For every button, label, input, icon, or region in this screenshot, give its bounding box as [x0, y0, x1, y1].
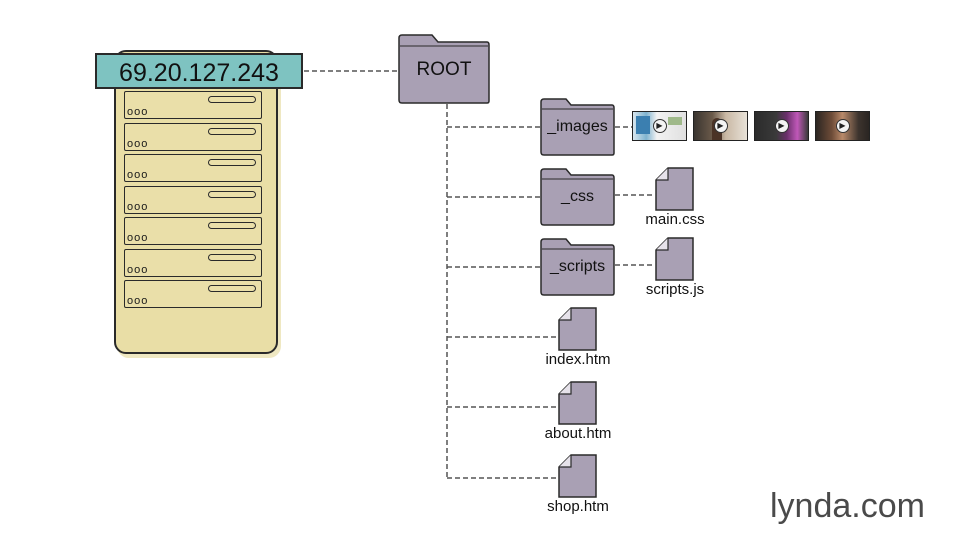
file-scripts-js[interactable] — [655, 237, 695, 281]
folder-icon — [540, 168, 615, 226]
drive-slot-icon — [208, 285, 256, 292]
file-main-css-label: main.css — [645, 211, 705, 228]
folder-css-label: _css — [561, 188, 594, 205]
folder-css[interactable]: _css — [540, 168, 615, 226]
server-unit-leds: ooo — [127, 263, 149, 276]
folder-scripts[interactable]: _scripts — [540, 238, 615, 296]
document-icon — [558, 307, 597, 351]
server-unit: ooo — [124, 280, 262, 308]
drive-slot-icon — [208, 190, 256, 198]
file-index-htm[interactable] — [558, 307, 598, 351]
play-icon: ▶ — [835, 119, 850, 133]
drive-slot-icon — [208, 159, 256, 166]
image-thumbnail-4[interactable]: ▶ — [815, 111, 870, 141]
file-shop-htm-label: shop.htm — [547, 498, 609, 515]
server-unit: ooo — [124, 91, 262, 119]
server-unit: ooo — [124, 217, 262, 245]
folder-icon — [398, 34, 490, 104]
file-about-htm[interactable] — [558, 381, 598, 425]
drive-slot-icon — [208, 253, 256, 261]
play-icon: ▶ — [713, 119, 728, 133]
server-unit: ooo — [124, 154, 262, 182]
folder-images-label: _images — [547, 118, 608, 135]
server-unit: ooo — [124, 185, 262, 214]
play-icon: ▶ — [652, 119, 667, 133]
server-unit: ooo — [124, 248, 262, 277]
folder-root[interactable]: ROOT — [398, 34, 490, 104]
image-thumbnail-3[interactable]: ▶ — [754, 111, 809, 141]
server-unit-leds: ooo — [127, 137, 149, 150]
document-icon — [558, 454, 597, 498]
server-unit: ooo — [124, 122, 262, 151]
play-icon: ▶ — [774, 119, 789, 133]
drive-slot-icon — [208, 222, 256, 229]
image-thumbnail-1[interactable]: ▶ — [632, 111, 687, 141]
drive-slot-icon — [208, 127, 256, 135]
file-scripts-js-label: scripts.js — [645, 281, 705, 298]
folder-scripts-label: _scripts — [549, 258, 606, 275]
brand-wordmark: lynda.com — [770, 487, 925, 525]
file-index-htm-label: index.htm — [545, 351, 611, 368]
folder-icon — [540, 98, 615, 156]
server-unit-leds: ooo — [127, 232, 149, 244]
folder-icon — [540, 238, 615, 296]
ip-address-label: 69.20.127.243 — [95, 53, 303, 89]
folder-images[interactable]: _images — [540, 98, 615, 156]
server-unit-leds: ooo — [127, 106, 149, 118]
file-main-css[interactable] — [655, 167, 695, 211]
server-unit-leds: ooo — [127, 295, 149, 307]
file-shop-htm[interactable] — [558, 454, 598, 498]
server-unit-leds: ooo — [127, 200, 149, 213]
file-about-htm-label: about.htm — [544, 425, 612, 442]
document-icon — [655, 237, 694, 281]
image-thumbnail-2[interactable]: ▶ — [693, 111, 748, 141]
drive-slot-icon — [208, 96, 256, 103]
folder-root-label: ROOT — [416, 59, 472, 80]
server-unit-leds: ooo — [127, 169, 149, 181]
document-icon — [558, 381, 597, 425]
document-icon — [655, 167, 694, 211]
